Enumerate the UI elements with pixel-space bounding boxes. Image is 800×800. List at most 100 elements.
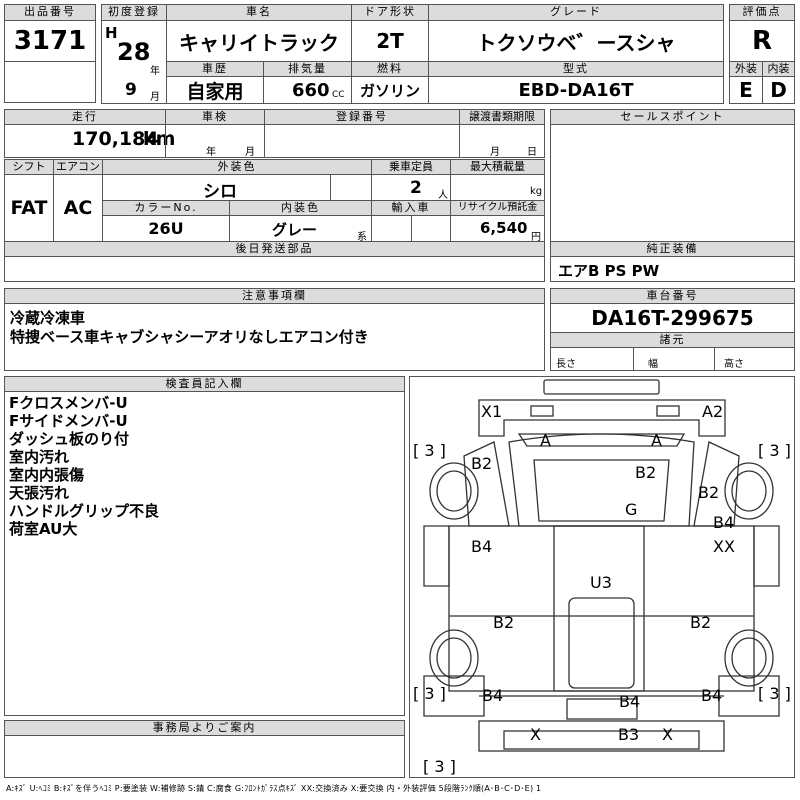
load-label: 最大積載量 — [450, 159, 545, 175]
recycle-label: リサイクル預託金 — [450, 200, 545, 216]
score: R — [729, 20, 795, 62]
mark-b2-fl: B2 — [471, 454, 493, 473]
car-name-label: 車名 — [166, 4, 352, 21]
cab-roof — [508, 433, 695, 527]
displacement-label: 排気量 — [263, 61, 352, 77]
rear-bumper — [503, 730, 700, 750]
mark-b4-right: B4 — [713, 513, 735, 532]
grille-left — [530, 405, 554, 417]
mark-b4-bl: B4 — [482, 686, 504, 705]
mark-a2: A2 — [702, 402, 724, 421]
mark-x-bl: X — [530, 725, 541, 744]
interior-color: グレー — [272, 221, 318, 239]
score-label: 評価点 — [729, 4, 795, 21]
tire-rl — [429, 629, 479, 687]
genuine-label: 純正装備 — [550, 241, 795, 257]
note-8: 荷室AU大 — [9, 520, 78, 538]
fuel-label: 燃料 — [351, 61, 429, 77]
legend: A:ｷｽﾞ U:ﾍｺﾐ B:ｷｽﾞを伴うﾍｺﾐ P:要塗装 W:補修跡 S:錆 … — [6, 784, 542, 793]
model-code: EBD-DA16T — [428, 76, 724, 104]
color-no-label: カラーNo. — [102, 200, 230, 216]
plate-box — [264, 124, 460, 158]
caution-label: 注意事項欄 — [4, 288, 545, 304]
mark-b2-roof: B2 — [635, 463, 657, 482]
tire-fr — [724, 462, 774, 520]
damage-diagram — [409, 376, 795, 778]
mark-b4-bc: B4 — [619, 692, 641, 711]
month-unit: 月 — [150, 92, 160, 103]
chassis-number: DA16T-299675 — [550, 303, 795, 333]
bed-center — [553, 525, 645, 692]
inspection-label: 車検 — [165, 109, 265, 125]
mileage: 170,184 — [72, 128, 159, 150]
windshield — [517, 433, 686, 447]
recycle-fee: 6,540 — [480, 219, 528, 237]
ext-label: 外装 — [729, 61, 763, 77]
mark-b3: B3 — [618, 725, 640, 744]
note-1: Fクロスメンバ-U — [9, 394, 128, 412]
first-reg-label: 初度登録 — [101, 4, 167, 21]
ac: AC — [53, 174, 103, 242]
mark-g: G — [625, 500, 638, 519]
color-divider — [330, 174, 331, 201]
lot-label: 出品番号 — [4, 4, 96, 21]
year-unit: 年 — [150, 66, 160, 77]
tire-rr — [724, 629, 774, 687]
later-parts-box — [4, 256, 545, 282]
mark-tire-fl: [ 3 ] — [413, 441, 446, 460]
mark-b2-fr: B2 — [698, 483, 720, 502]
office-label: 事務局よりご案内 — [4, 720, 405, 736]
rear-gate — [478, 720, 725, 752]
mark-u3: U3 — [590, 573, 612, 592]
cab-front — [478, 399, 726, 437]
cargo-bed — [448, 525, 755, 692]
fuel: ガソリン — [351, 76, 429, 104]
capacity: 2 — [410, 178, 422, 198]
office-box — [4, 735, 405, 778]
grade-label: グレード — [428, 4, 724, 21]
import-label: 輸入車 — [371, 200, 451, 216]
insp-year-unit: 年 — [206, 147, 216, 158]
genuine-equipment: エアB PS PW — [558, 262, 660, 280]
inspector-box — [4, 391, 405, 716]
mark-b4-br: B4 — [701, 686, 723, 705]
model-label: 型式 — [428, 61, 724, 77]
mileage-label: 走行 — [4, 109, 166, 125]
cc-unit: CC — [332, 90, 345, 100]
sales-box — [550, 124, 795, 242]
reg-month: 9 — [125, 80, 137, 100]
ac-label: エアコン — [53, 159, 103, 175]
kei-unit: 系 — [357, 232, 367, 243]
color-box — [102, 174, 372, 201]
color-label: 外装色 — [102, 159, 372, 175]
door-type: 2T — [351, 20, 429, 62]
import-divider — [411, 215, 412, 242]
transfer-day: 日 — [527, 147, 537, 158]
mark-b2-bl: B2 — [493, 613, 515, 632]
transfer-box — [459, 124, 545, 158]
yen-unit: 円 — [531, 232, 541, 243]
interior-label: 内装色 — [229, 200, 372, 216]
reg-year: 28 — [117, 38, 151, 66]
note-4: 室内汚れ — [9, 448, 70, 466]
caution-box — [4, 303, 545, 371]
grille-right — [656, 405, 680, 417]
license-area — [566, 698, 638, 720]
lot-blank — [4, 61, 96, 103]
caution-line-2: 特捜ベース車キャブシャシーアオリなしエアコン付き — [10, 328, 369, 346]
mark-b4-left: B4 — [471, 537, 493, 556]
displacement: 660 — [292, 80, 330, 101]
caution-line-1: 冷蔵冷凍車 — [10, 309, 86, 327]
genuine-box — [550, 256, 795, 282]
int-grade: D — [762, 76, 795, 104]
mark-x-br: X — [662, 725, 673, 744]
color: シロ — [203, 182, 237, 202]
fender-l — [423, 525, 450, 587]
rear-side-r — [718, 675, 780, 717]
spec-div-1 — [633, 347, 634, 371]
int-label: 内装 — [762, 61, 795, 77]
note-2: Fサイドメンバ-U — [9, 412, 128, 430]
mark-a-left: A — [540, 431, 551, 450]
mark-tire-rl: [ 3 ] — [413, 684, 446, 703]
spec-label: 諸元 — [550, 332, 795, 348]
